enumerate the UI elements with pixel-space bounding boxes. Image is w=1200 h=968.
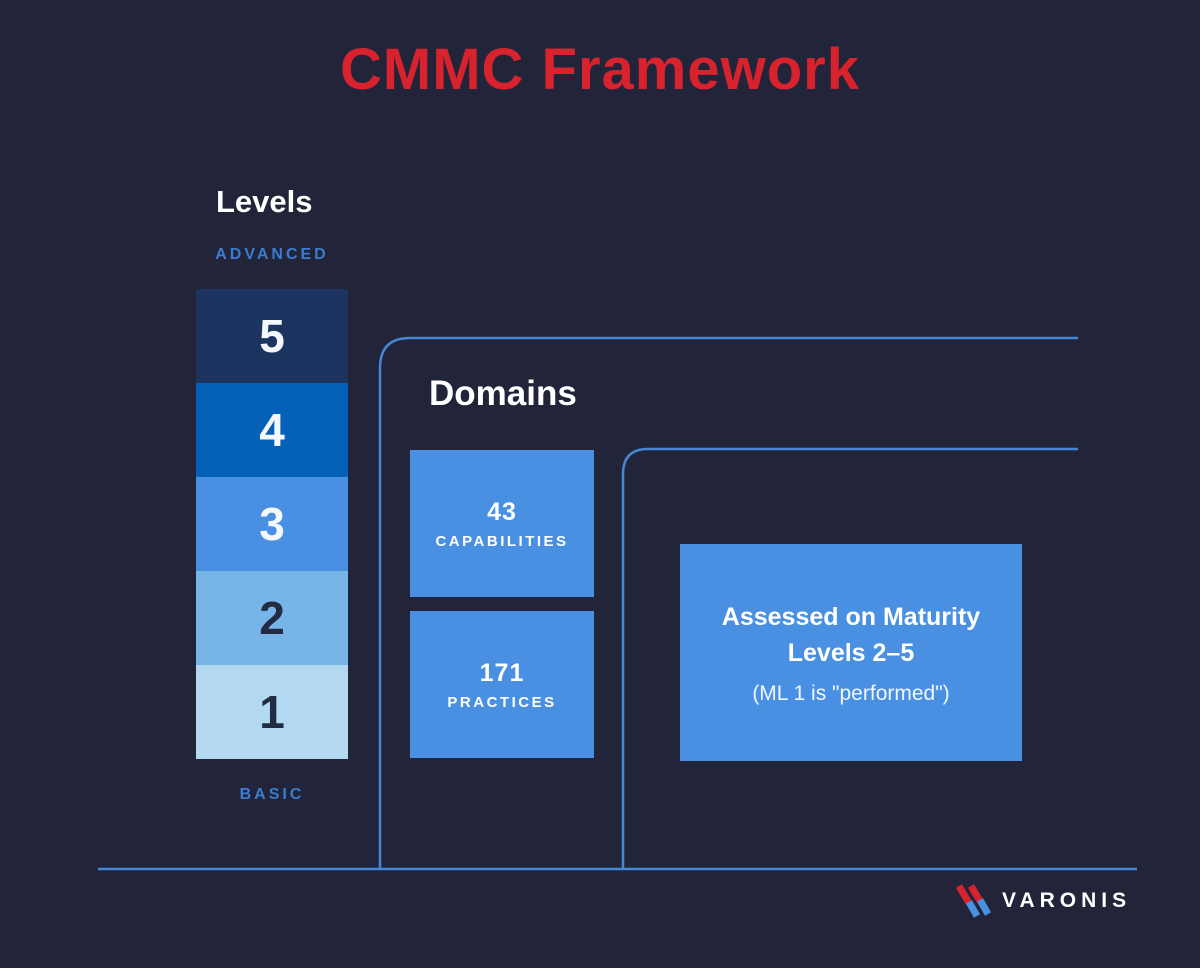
levels-heading: Levels	[216, 184, 313, 219]
maturity-level-stack: 5 4 3 2 1	[196, 289, 348, 759]
level-cell-3: 3	[196, 477, 348, 571]
advanced-label: ADVANCED	[215, 246, 329, 263]
practices-value: 171	[479, 658, 525, 687]
level-cell-2: 2	[196, 571, 348, 665]
capabilities-value: 43	[487, 497, 517, 526]
assessment-title: Assessed on Maturity Levels 2–5	[722, 599, 980, 671]
assessment-title-line1: Assessed on Maturity	[721, 603, 981, 631]
domains-heading: Domains	[429, 374, 577, 413]
basic-label: BASIC	[239, 786, 305, 803]
varonis-wordmark: VARONIS	[1002, 889, 1132, 912]
practices-label: PRACTICES	[447, 693, 557, 711]
page-title: CMMC Framework	[340, 37, 860, 102]
level-cell-1: 1	[196, 665, 348, 759]
assessment-note: (ML 1 is "performed")	[752, 682, 950, 705]
practices-box: 171 PRACTICES	[410, 611, 594, 758]
varonis-double-slash-icon	[955, 884, 992, 918]
assessment-title-line2: Levels 2–5	[787, 639, 915, 667]
capabilities-label: CAPABILITIES	[435, 532, 569, 550]
level-cell-5: 5	[196, 289, 348, 383]
assessment-box: Assessed on Maturity Levels 2–5 (ML 1 is…	[680, 544, 1022, 761]
capabilities-box: 43 CAPABILITIES	[410, 450, 594, 597]
level-cell-4: 4	[196, 383, 348, 477]
varonis-logo: VARONIS	[950, 881, 1131, 921]
